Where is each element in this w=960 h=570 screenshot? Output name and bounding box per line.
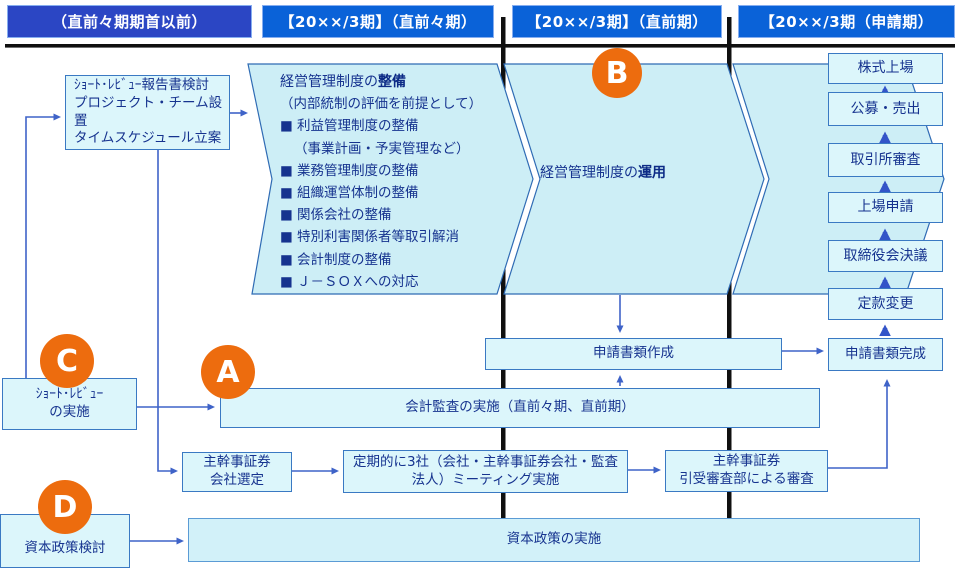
step-board-resolution: 取締役会決議 (828, 240, 943, 272)
step-articles-amendment: 定款変更 (828, 288, 943, 320)
step-exchange-examination: 取引所審査 (828, 143, 943, 177)
banner-run-shape (503, 63, 765, 295)
capital-execute-bar: 資本政策の実施 (188, 518, 920, 562)
banner-build-item: ■ 組織運営体制の整備 (280, 185, 419, 202)
period-header-application: 【20××/3期（申請期） (738, 5, 955, 38)
banner-build-item: ■ 会計制度の整備 (280, 251, 392, 268)
docs-complete-box: 申請書類完成 (828, 338, 943, 371)
banner-build-item: ■ 利益管理制度の整備 (280, 118, 419, 135)
marker-b-badge: B (592, 48, 642, 98)
underwriter-select-box: 主幹事証券 会社選定 (182, 452, 292, 492)
period-divider-1 (501, 17, 506, 562)
period-divider-2 (727, 17, 732, 562)
step-public-offering: 公募・売出 (828, 92, 943, 126)
prep-line-3: タイムスケジュール立案 (74, 130, 222, 147)
tripartite-meeting-box: 定期的に3社（会社・主幹事証券会社・監査法人）ミーティング実施 (343, 450, 628, 493)
step-listing-application: 上場申請 (828, 192, 943, 223)
prep-tasks-box: ｼｮｰﾄ･ﾚﾋﾞｭｰ報告書検討 プロジェクト・チーム設置 タイムスケジュール立案 (65, 75, 230, 150)
marker-c-badge: C (40, 334, 94, 388)
timeline-baseline (5, 44, 955, 48)
underwriter-review-box: 主幹事証券 引受審査部による審査 (665, 450, 828, 492)
marker-a-badge: A (201, 345, 255, 399)
banner-build-title: 経営管理制度の整備 (280, 74, 406, 90)
period-header-two-before: 【20××/3期】（直前々期） (262, 5, 494, 38)
marker-d-badge: D (38, 480, 92, 534)
audit-bar: 会計監査の実施（直前々期、直前期） (220, 388, 820, 428)
banner-build-text: 経営管理制度の整備 （内部統制の評価を前提として） ■ 利益管理制度の整備 （事… (280, 71, 542, 293)
banner-build-subtitle: （内部統制の評価を前提として） (280, 96, 483, 113)
connector-review-to-docs-complete (828, 379, 891, 469)
banner-build-item: ■ 関係会社の整備 (280, 207, 392, 224)
banner-build-item: ■ Ｊ－ＳＯＸへの対応 (280, 273, 419, 290)
short-review-line-1: ｼｮｰﾄ･ﾚﾋﾞｭｰ (35, 386, 104, 403)
banner-build-item: ■ 特別利害関係者等取引解消 (280, 229, 460, 246)
connector-shortreview-to-prep (25, 113, 61, 378)
banner-build-item: （事業計画・予実管理など） (294, 140, 470, 157)
docs-create-box: 申請書類作成 (485, 338, 782, 370)
short-review-line-2: の実施 (49, 404, 90, 420)
prep-line-1: ｼｮｰﾄ･ﾚﾋﾞｭｰ報告書検討 (74, 76, 209, 93)
banner-run-title: 経営管理制度の運用 (540, 165, 666, 181)
connector-prep-to-select (157, 150, 178, 475)
banner-build-item: ■ 業務管理制度の整備 (280, 162, 419, 179)
banner-build-shape (247, 63, 534, 295)
prep-line-2: プロジェクト・チーム設置 (74, 94, 223, 129)
period-header-before: （直前々期期首以前） (7, 5, 252, 38)
period-header-prior: 【20××/3期】（直前期） (512, 5, 722, 38)
step-stock-listing: 株式上場 (828, 53, 943, 84)
